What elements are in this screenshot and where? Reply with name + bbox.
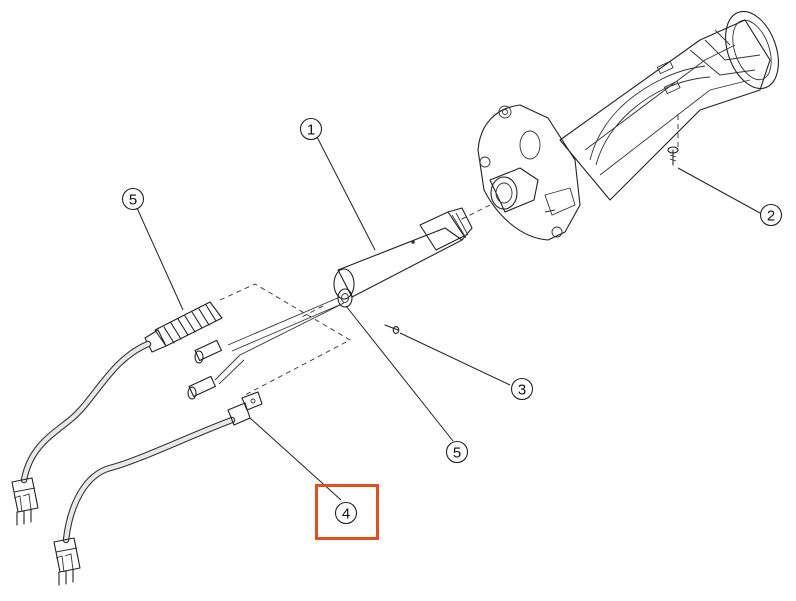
cartridge-part (333, 207, 473, 308)
highlight-box (315, 484, 379, 540)
callout-3: 3 (510, 377, 534, 401)
small-screw-part (384, 324, 400, 334)
callout-1: 1 (299, 117, 323, 141)
callout-5-sleeve-label: 5 (129, 192, 137, 209)
callout-2-label: 2 (767, 208, 775, 225)
callout-3-label: 3 (518, 382, 526, 399)
callout-2: 2 (759, 203, 783, 227)
callout-5-sleeve: 5 (121, 187, 145, 211)
corrugated-sleeve (144, 301, 223, 353)
callout-1-label: 1 (307, 122, 315, 139)
callout-4-label: 4 (342, 506, 350, 523)
assembly-line-housing (459, 204, 491, 221)
housing-assembly (477, 10, 779, 241)
left-plug (11, 477, 39, 526)
callout-4: 4 (334, 501, 358, 525)
right-plug (53, 537, 81, 586)
cable-harness (11, 283, 351, 586)
callout-5-collar-label: 5 (453, 445, 461, 462)
callout-5-collar: 5 (445, 440, 469, 464)
